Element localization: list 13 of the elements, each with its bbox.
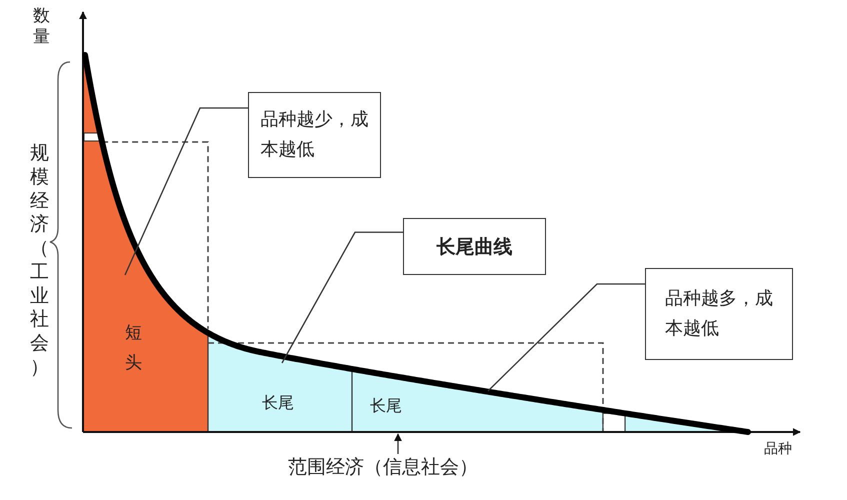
leader-line — [488, 283, 645, 392]
axis-label: 规模经济（工业社会） — [30, 142, 49, 380]
leader-line — [124, 107, 248, 276]
axis-label: 品种 — [764, 440, 792, 458]
area-label: 短头 — [124, 322, 143, 375]
callout-box: 品种越多，成本越低 — [645, 268, 793, 360]
callout-box: 长尾曲线 — [403, 218, 546, 275]
area-label: 长尾 — [370, 396, 402, 417]
leader-line — [281, 232, 403, 364]
callout-box: 品种越少，成本越低 — [248, 92, 381, 178]
arrow — [394, 433, 402, 454]
area-label: 长尾 — [262, 393, 294, 414]
axis-caption: 范围经济（信息社会） — [288, 454, 478, 480]
